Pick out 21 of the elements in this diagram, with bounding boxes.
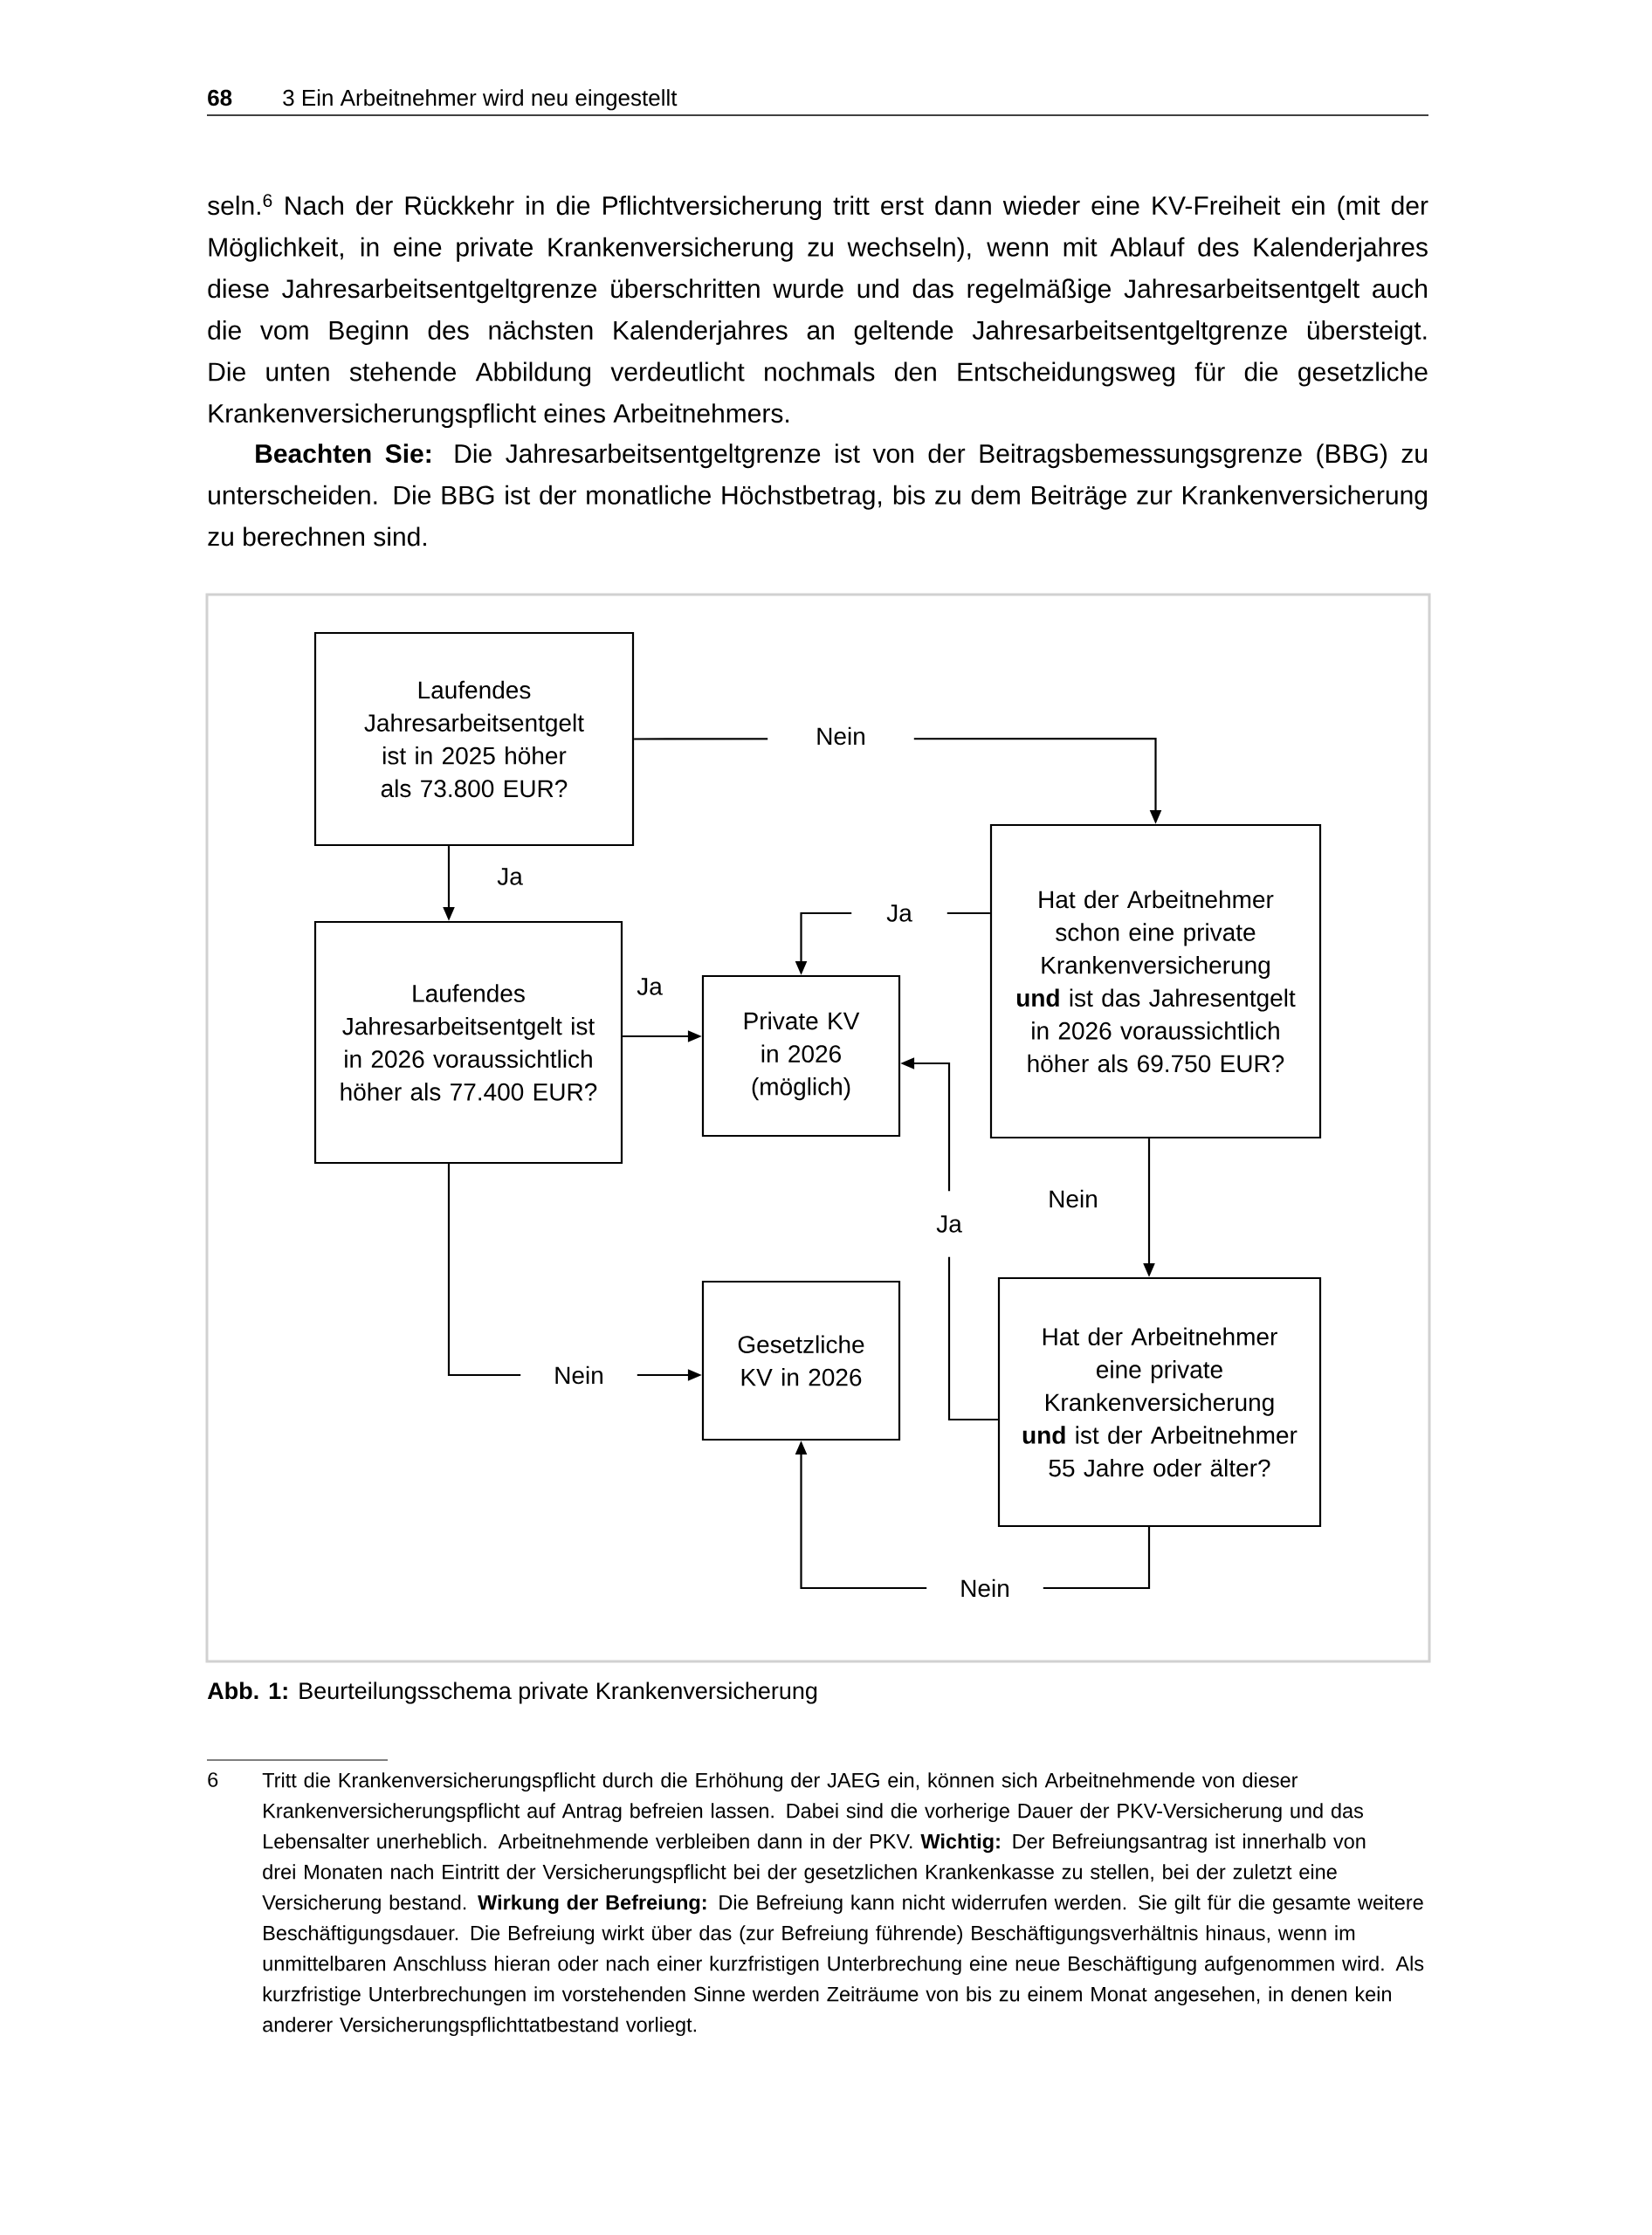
edge-label: Ja: [851, 899, 947, 927]
edge-label: Nein: [767, 721, 914, 751]
decision-box: Laufendes Jahresarbeitsentgelt ist in 2025 höher als 73.800 EUR?: [313, 631, 635, 847]
result-box: Private KV in 2026 (möglich): [701, 974, 901, 1138]
edge-label: Nein: [1043, 1184, 1104, 1214]
edge-label: Nein: [520, 1360, 637, 1390]
running-header: 3 Ein Arbeitnehmer wird neu eingestellt: [283, 89, 678, 111]
edge-label: Nein: [926, 1573, 1043, 1603]
footnote-text: Tritt die Krankenversicherungspflicht durch die Erhöhung der JAEG ein, können sich Arbeitnehmende von dieser Krankenversicherungspflicht auf Antrag befreien lassen. Dabei sind die vorherige Dauer der PKV-Versicherung und das Lebensalter unerheblich. Arbeitnehmende verbleiben dann in der PKV. Wichtig: Der Befreiungsantrag ist innerhalb von drei Monaten nach Eintritt der Versicherungspflicht bei der gesetzlichen Krankenkasse zu stellen, bei der zuletzt eine Versicherung bestand. Wirkung der Befreiung: Die Befreiung kann nicht widerrufen werden. Sie gilt für die gesamte weitere Beschäftigungsdauer. Die Befreiung wirkt über das (zur Befreiung führende) Beschäftigungsverhältnis hinaus, wenn im unmittelbaren Anschluss hieran oder nach einer kurzfristigen Unterbrechung eine neue Beschäftigung aufgenommen wird. Als kurzfristige Unterbrechungen im vorstehenden Sinne werden Zeiträume von bis zu einem Monat angesehen, in denen kein anderer Versicherungspflichttatbestand vorliegt.: [262, 1772, 1424, 2037]
figure-caption: Abb. 1: Beurteilungsschema private Krankenversicherung: [207, 1681, 817, 1704]
page-number: 68: [208, 89, 232, 107]
footnote-number: 6: [208, 1772, 218, 1787]
result-box: Gesetzliche KV in 2026: [701, 1280, 901, 1441]
decision-box: Laufendes Jahresarbeitsentgelt ist in 2026 voraussichtlich höher als 77.400 EUR?: [313, 920, 623, 1165]
body-paragraph: Beachten Sie: Die Jahresarbeitsentgeltgrenze ist von der Beitragsbemessungsgrenze (BBG) zu unterscheiden. Die BBG ist der monatliche Höchstbetrag, bis zu dem Beiträge zur Krankenversicherung zu berechnen sind.: [208, 444, 1428, 547]
edge-label: Ja: [492, 863, 528, 891]
body-paragraph: seln.$^{6}$ Nach der Rückkehr in die Pflichtversicherung tritt erst dann wieder eine KV-Freiheit ein (mit der Möglichkeit, in eine private Krankenversicherung zu wechseln), wenn mit Ablauf des Kalenderjahres diese Jahresarbeitsentgeltgrenze überschritten wurde und das regelmäßige Jahresarbeitsentgelt auch die vom Beginn des nächsten Kalenderjahres an geltende Jahresarbeitsentgeltgrenze übersteigt. Die unten stehende Abbildung verdeutlicht nochmals den Entscheidungsweg für die gesetzliche Krankenversicherungspflicht eines Arbeitnehmers.: [208, 194, 1428, 429]
decision-box: Hat der Arbeitnehmer eine private Krankenversicherung und ist der Arbeitnehmer 55 Jahre oder älter?: [997, 1276, 1322, 1528]
decision-box: Hat der Arbeitnehmer schon eine private Krankenversicherung und ist das Jahresentgelt in 2026 voraussichtlich höher als 69.750 EUR?: [989, 823, 1322, 1139]
edge-label: Ja: [631, 973, 668, 1001]
edge-label: Ja: [931, 1191, 967, 1257]
